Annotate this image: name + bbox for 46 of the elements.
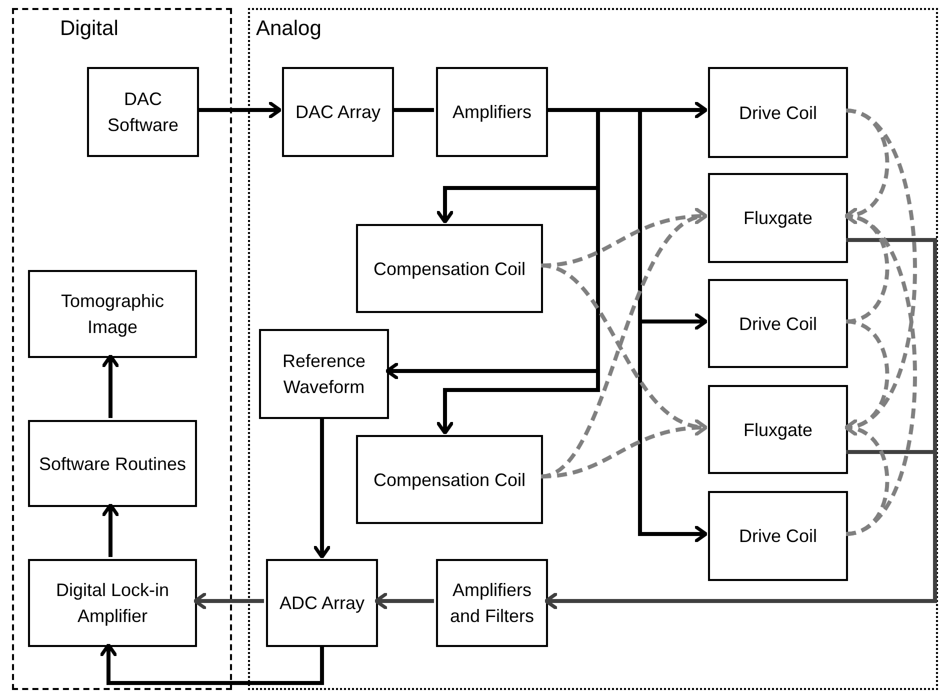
block-label: Amplifiers and Filters [448, 579, 536, 628]
connector-arrow [102, 503, 120, 557]
connector-arrow [193, 592, 264, 610]
block-label: DAC Software [106, 88, 180, 137]
block-box [708, 491, 848, 581]
connector-arrow [197, 101, 282, 119]
block-box [28, 420, 197, 507]
block-label: Drive Coil [738, 312, 817, 336]
block-label: Amplifiers [452, 101, 532, 124]
region-heading: Digital [60, 16, 118, 42]
connector-arrow [313, 417, 331, 559]
block-box [28, 270, 197, 358]
block-box [282, 67, 394, 157]
block-label: Fluxgate [743, 207, 813, 230]
block-box [708, 385, 848, 474]
block-label: Digital Lock-in Amplifier [54, 579, 170, 628]
block-box [436, 67, 548, 157]
block-box [28, 559, 197, 647]
block-label: Reference Waveform [281, 350, 367, 399]
block-box [436, 559, 548, 647]
block-label: Software Routines [38, 452, 186, 476]
block-label: Drive Coil [738, 525, 817, 548]
block-label: Fluxgate [743, 418, 813, 442]
block-label: ADC Array [279, 592, 365, 615]
block-box [87, 67, 199, 157]
block-box [259, 329, 389, 419]
block-label: Compensation Coil [373, 468, 526, 492]
block-label: Tomographic Image [60, 290, 166, 339]
connector-arrow [100, 643, 324, 685]
connector-arrow [374, 592, 434, 610]
block-box [708, 279, 848, 368]
connector-arrow [540, 419, 708, 478]
block-label: DAC Array [295, 101, 381, 124]
block-box [708, 67, 848, 158]
region-heading: Analog [256, 16, 322, 42]
block-box [708, 173, 848, 263]
connector-arrow [844, 210, 917, 536]
block-box [356, 435, 543, 524]
block-box [266, 559, 378, 647]
block-label: Compensation Coil [373, 258, 526, 281]
region-frame [248, 8, 938, 690]
block-box [356, 224, 543, 313]
connector-arrow [102, 354, 120, 418]
block-label: Drive Coil [738, 102, 817, 124]
region-frame [12, 8, 232, 690]
connector-arrow [544, 450, 937, 610]
